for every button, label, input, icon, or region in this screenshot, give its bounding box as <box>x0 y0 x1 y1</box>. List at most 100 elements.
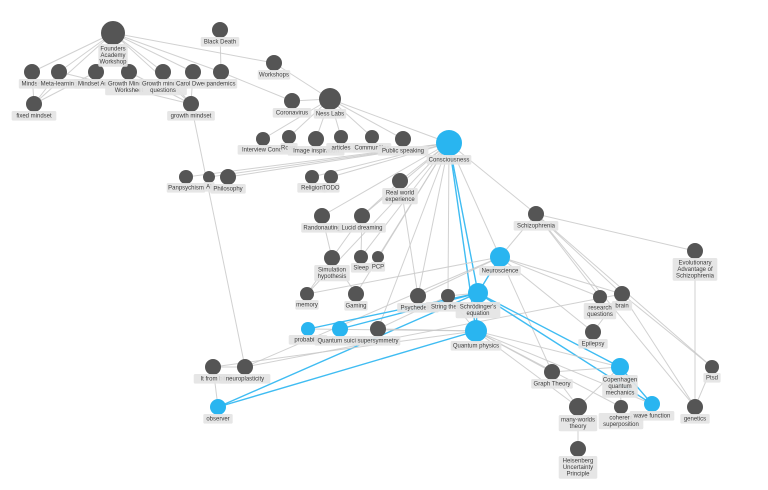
node-heisenberg[interactable] <box>570 441 586 457</box>
node-real-world-experience[interactable] <box>392 173 408 189</box>
node-label-bg <box>203 414 233 424</box>
node-probability[interactable] <box>301 322 315 336</box>
node-label-bg <box>297 183 327 193</box>
edge-schrodingers-equation--copenhagen-qm <box>477 292 621 368</box>
node-copenhagen-qm[interactable] <box>611 358 629 376</box>
node-label-bg <box>377 146 429 156</box>
node-growth-mindset[interactable] <box>183 96 199 112</box>
node-workshops[interactable] <box>266 55 282 71</box>
node-research-questions[interactable] <box>593 290 607 304</box>
node-label-carol-dweck: Carol Dweck <box>173 79 213 89</box>
node-label-gaming: Gaming <box>344 301 368 311</box>
node-todo[interactable] <box>324 170 338 184</box>
node-simulation-hypothesis[interactable] <box>324 250 340 266</box>
node-label-text-meta-learning: Meta-learning <box>41 82 78 88</box>
node-ptsd[interactable] <box>705 360 719 374</box>
node-randonauting[interactable] <box>314 208 330 224</box>
node-pcp[interactable] <box>372 251 384 263</box>
node-gm-questions[interactable] <box>155 64 171 80</box>
node-brain[interactable] <box>614 286 630 302</box>
node-label-bg <box>531 379 573 389</box>
node-label-bg <box>219 374 271 384</box>
node-label-brain: brain <box>611 301 633 311</box>
node-philosophy[interactable] <box>220 169 236 185</box>
node-mindset[interactable] <box>24 64 40 80</box>
node-label-philosophy: Philosophy <box>210 184 246 194</box>
node-string-theory[interactable] <box>441 289 455 303</box>
node-label-text-genetics: genetics <box>684 417 706 423</box>
node-faw[interactable] <box>101 21 125 45</box>
node-label-text-growth-mindset: growth mindset <box>171 114 212 120</box>
node-label-bg <box>210 184 246 194</box>
node-panpsychism[interactable] <box>179 170 193 184</box>
node-lucid-dreaming[interactable] <box>354 208 370 224</box>
node-label-bg <box>314 265 350 282</box>
node-label-ptsd: Ptsd <box>703 373 721 383</box>
node-label-religion: Religion <box>297 183 327 193</box>
node-ness-labs[interactable] <box>319 88 341 110</box>
edge-copenhagen-qm--many-worlds-theory <box>577 366 621 408</box>
node-neuroplasticity[interactable] <box>237 359 253 375</box>
node-wave-function[interactable] <box>644 396 660 412</box>
node-genetics[interactable] <box>687 399 703 415</box>
node-meta-learning[interactable] <box>51 64 67 80</box>
node-label-bg <box>355 336 401 346</box>
node-label-text-black-death: Black Death <box>204 40 236 46</box>
node-mindset-audit[interactable] <box>88 64 104 80</box>
edge-neuroscience--graph-theory <box>499 256 553 373</box>
node-label-text-neuroscience: Neuroscience <box>482 269 519 275</box>
node-black-death[interactable] <box>212 22 228 38</box>
node-many-worlds-theory[interactable] <box>569 398 587 416</box>
node-interview-conor[interactable] <box>256 132 270 146</box>
node-pandemics[interactable] <box>213 64 229 80</box>
node-label-bg <box>200 37 240 47</box>
node-label-text-pandemics: pandemics <box>206 82 235 88</box>
node-memory[interactable] <box>300 287 314 301</box>
node-coronavirus[interactable] <box>284 93 300 109</box>
node-quantum-suicide[interactable] <box>332 321 348 337</box>
node-gm-worksheet[interactable] <box>121 64 137 80</box>
node-label-pcp: PCP <box>370 262 386 272</box>
node-communities[interactable] <box>365 130 379 144</box>
node-epilepsy[interactable] <box>585 324 601 340</box>
node-roam[interactable] <box>282 130 296 144</box>
node-label-bg <box>558 415 598 432</box>
node-schizophrenia[interactable] <box>528 206 544 222</box>
nodes-layer <box>24 21 719 457</box>
node-neuroscience[interactable] <box>490 247 510 267</box>
node-religion[interactable] <box>305 170 319 184</box>
node-fixed-mindset[interactable] <box>26 96 42 112</box>
node-schrodingers-equation[interactable] <box>468 283 488 303</box>
node-coherent-superposition[interactable] <box>614 400 628 414</box>
node-gaming[interactable] <box>348 286 364 302</box>
node-carol-dweck[interactable] <box>185 64 201 80</box>
node-psychedelics[interactable] <box>410 288 426 304</box>
node-sleep[interactable] <box>354 250 368 264</box>
node-ai[interactable] <box>203 171 215 183</box>
node-label-bg <box>313 109 347 119</box>
node-consciousness[interactable] <box>436 130 462 156</box>
edge-consciousness--schrodingers-equation <box>448 142 479 294</box>
node-articles[interactable] <box>334 130 348 144</box>
node-graph-theory[interactable] <box>544 364 560 380</box>
node-supersymmetry[interactable] <box>370 321 386 337</box>
node-it-from-bit[interactable] <box>205 359 221 375</box>
edge-real-world-experience--lucid-dreaming <box>361 180 401 217</box>
node-label-bg <box>166 183 206 193</box>
node-evolutionary-advantage[interactable] <box>687 243 703 259</box>
node-observer[interactable] <box>210 399 226 415</box>
node-label-bg <box>338 223 386 233</box>
edge-ness-labs--public-speaking <box>329 98 404 140</box>
node-image-inspiration[interactable] <box>308 131 324 147</box>
node-quantum-physics[interactable] <box>465 320 487 342</box>
node-label-text-probability: probability <box>294 338 321 344</box>
node-public-speaking[interactable] <box>395 131 411 147</box>
edge-ness-labs--interview-conor <box>262 98 331 140</box>
node-label-text-image-inspiration: Image inspiration <box>293 149 339 155</box>
